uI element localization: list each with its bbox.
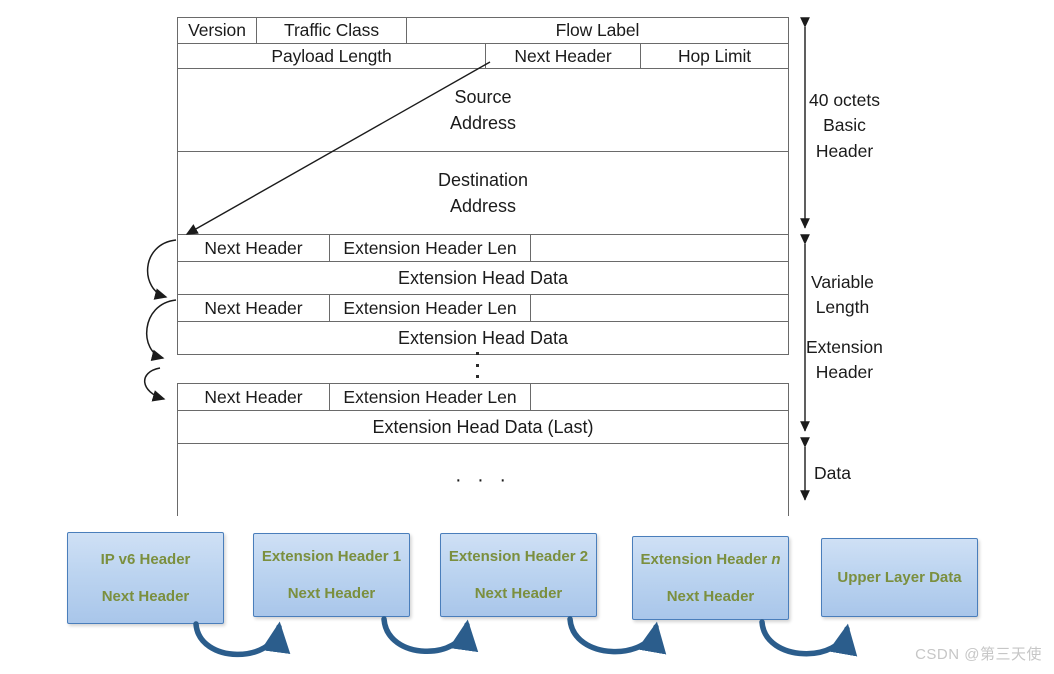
field-traffic-class-label: Traffic Class <box>284 20 379 40</box>
source-address-line-2: Address <box>449 113 517 133</box>
chain-box-ipv6-header-next: Next Header <box>101 588 190 605</box>
chain-arrow-4 <box>759 619 858 657</box>
chain-arrow-2 <box>381 616 479 654</box>
chain-box-extension-header-1-next: Next Header <box>287 585 376 602</box>
bracket-basic-line-2: Basic <box>823 115 866 136</box>
chain-box-extension-header-1-title: Extension Header 1 <box>261 548 402 565</box>
chain-arrow-1 <box>193 621 291 658</box>
ext-header-1-next-header-label: Next Header <box>204 237 303 258</box>
field-version: Version <box>178 18 257 43</box>
ext-header-last-filler <box>531 384 788 410</box>
bracket-variable-line-2: Length <box>815 297 870 318</box>
field-payload-length-label: Payload Length <box>271 45 392 66</box>
chain-box-extension-header-n-title: Extension Header n <box>640 551 780 568</box>
chain-box-extension-header-n-italic: n <box>771 551 781 568</box>
chain-box-upper-layer-data[interactable]: Upper Layer Data <box>821 538 978 617</box>
ext-header-last-data: Extension Head Data (Last) <box>177 410 789 444</box>
chain-box-upper-layer-data-title: Upper Layer Data <box>837 569 962 586</box>
ext-header-2-data: Extension Head Data <box>177 321 789 355</box>
field-version-label: Version <box>188 20 246 40</box>
chain-box-extension-header-n-next: Next Header <box>666 588 755 605</box>
chain-box-ipv6-header[interactable]: IP v6 Header Next Header <box>67 532 224 624</box>
chain-box-ipv6-header-title: IP v6 Header <box>100 551 191 568</box>
data-section: · · · <box>177 443 789 516</box>
ext-header-1-next-header: Next Header <box>178 235 330 261</box>
ext-chain-curve-1 <box>146 239 177 300</box>
bracket-label-extension-header: Extension Header <box>806 335 883 386</box>
bracket-label-data: Data <box>814 461 851 486</box>
ext-header-1-data-label: Extension Head Data <box>397 267 569 288</box>
chain-box-extension-header-2-title: Extension Header 2 <box>448 548 589 565</box>
field-payload-length: Payload Length <box>178 44 486 68</box>
chain-box-extension-header-2[interactable]: Extension Header 2 Next Header <box>440 533 597 617</box>
chain-box-extension-header-n[interactable]: Extension Header n Next Header <box>632 536 789 620</box>
bracket-label-basic-header: 40 octets Basic Header <box>809 88 880 164</box>
field-next-header: Next Header <box>486 44 641 68</box>
ext-header-last-next-header-label: Next Header <box>204 386 303 407</box>
ext-header-last-next-header: Next Header <box>178 384 330 410</box>
vertical-ellipsis-icon <box>474 352 480 378</box>
ext-header-2-len-label: Extension Header Len <box>343 297 517 318</box>
chain-arrow-3 <box>567 616 667 655</box>
ext-header-2-next-header: Next Header <box>178 295 330 321</box>
data-section-label: · · · <box>454 468 512 491</box>
ext-header-last-len: Extension Header Len <box>330 384 531 410</box>
field-destination-address: Destination Address <box>177 151 789 235</box>
field-traffic-class: Traffic Class <box>257 18 407 43</box>
ext-header-2-fields: Next Header Extension Header Len <box>177 294 789 322</box>
bracket-basic-line-1: 40 octets <box>809 90 881 110</box>
ext-header-1-filler <box>531 235 788 261</box>
ext-header-1-len: Extension Header Len <box>330 235 531 261</box>
bracket-ext-line-2: Header <box>815 362 874 383</box>
chain-box-extension-header-2-next: Next Header <box>474 585 563 602</box>
source-address-line-1: Source <box>454 86 512 107</box>
field-hop-limit-label: Hop Limit <box>677 45 751 66</box>
chain-box-extension-header-n-title-text: Extension Header <box>640 551 772 568</box>
destination-address-line-2: Address <box>449 196 517 216</box>
ext-header-last-data-label: Extension Head Data (Last) <box>372 416 594 437</box>
field-flow-label-label: Flow Label <box>555 20 640 40</box>
ext-header-2-data-label: Extension Head Data <box>397 327 569 348</box>
ext-chain-curve-2 <box>145 299 177 361</box>
ext-header-1-len-label: Extension Header Len <box>343 237 517 258</box>
ext-header-1-fields: Next Header Extension Header Len <box>177 234 789 262</box>
bracket-ext-line-1: Extension <box>806 337 883 357</box>
ext-chain-curve-3 <box>143 367 166 402</box>
ext-header-2-len: Extension Header Len <box>330 295 531 321</box>
bracket-data-line-1: Data <box>814 463 851 483</box>
ext-header-2-filler <box>531 295 788 321</box>
ext-header-1-data: Extension Head Data <box>177 261 789 295</box>
bracket-variable-line-1: Variable <box>811 272 874 292</box>
header-row-2: Payload Length Next Header Hop Limit <box>177 43 789 69</box>
header-row-1: Version Traffic Class Flow Label <box>177 17 789 44</box>
chain-box-extension-header-1[interactable]: Extension Header 1 Next Header <box>253 533 410 617</box>
bracket-basic-line-3: Header <box>815 140 874 161</box>
ext-header-last-len-label: Extension Header Len <box>343 386 517 407</box>
ext-header-last-fields: Next Header Extension Header Len <box>177 383 789 411</box>
bracket-label-variable-length: Variable Length <box>811 270 874 321</box>
field-flow-label: Flow Label <box>407 18 788 43</box>
field-next-header-label: Next Header <box>514 45 612 66</box>
field-hop-limit: Hop Limit <box>641 44 788 68</box>
ext-header-2-next-header-label: Next Header <box>204 297 303 318</box>
watermark: CSDN @第三天使 <box>915 646 1042 663</box>
destination-address-line-1: Destination <box>437 169 529 190</box>
field-source-address: Source Address <box>177 68 789 152</box>
